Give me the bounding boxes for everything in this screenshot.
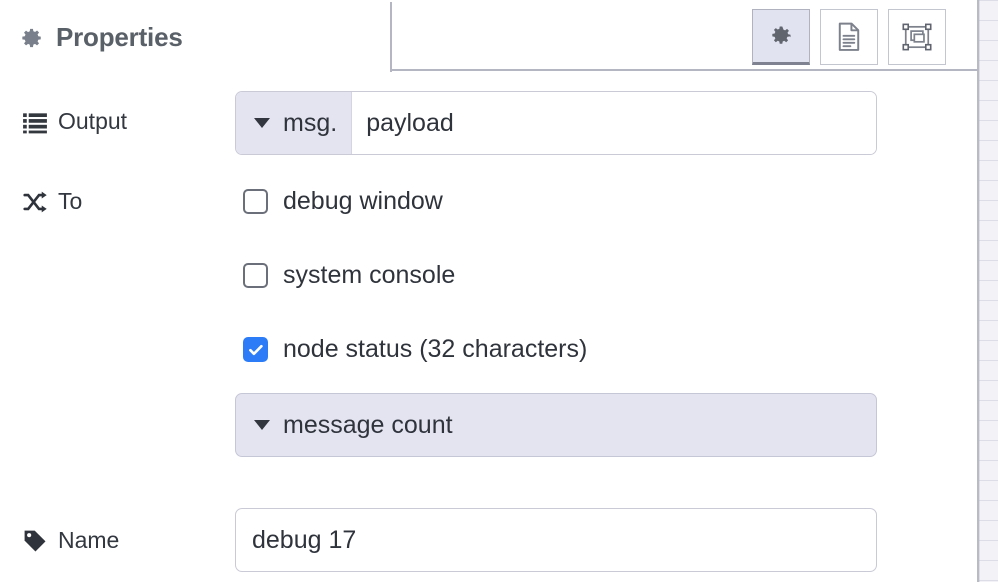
chevron-down-icon <box>254 420 270 430</box>
name-input-wrapper[interactable] <box>235 508 877 572</box>
checkbox-debug-window-box[interactable] <box>243 189 268 214</box>
check-icon <box>248 344 263 355</box>
tabbar-underline <box>392 69 978 71</box>
panel-toolbar <box>752 9 946 65</box>
output-type-label: msg. <box>283 108 338 137</box>
output-label-group: Output <box>22 108 127 135</box>
name-input[interactable] <box>236 509 876 571</box>
checkbox-debug-window[interactable]: debug window <box>243 187 443 216</box>
shuffle-icon <box>22 189 48 215</box>
output-typed-input[interactable]: msg. <box>235 91 877 155</box>
row-to: To debug window system console node sta <box>0 160 978 490</box>
tag-icon <box>22 528 48 554</box>
checkbox-system-console-box[interactable] <box>243 263 268 288</box>
status-type-value: message count <box>283 410 453 439</box>
panel-header: Properties <box>0 0 978 72</box>
checkbox-system-console[interactable]: system console <box>243 261 455 290</box>
chevron-down-icon <box>254 118 270 128</box>
output-value-input[interactable] <box>366 92 862 154</box>
to-label-group: To <box>22 188 82 215</box>
workspace-canvas-grid <box>979 0 998 582</box>
checkbox-system-console-label: system console <box>283 261 456 289</box>
checkbox-node-status[interactable]: node status (32 characters) <box>243 335 587 364</box>
gear-icon <box>768 23 794 49</box>
tab-properties-inner: Properties <box>18 22 183 53</box>
output-label: Output <box>58 108 128 134</box>
output-type-select[interactable]: msg. <box>236 92 353 154</box>
to-label: To <box>58 188 83 214</box>
checkbox-node-status-label: node status (32 characters) <box>283 335 588 363</box>
appearance-icon <box>902 23 932 51</box>
row-name: Name <box>0 490 978 582</box>
checkbox-node-status-box[interactable] <box>243 337 268 362</box>
description-button[interactable] <box>820 9 878 65</box>
gear-icon <box>18 25 44 51</box>
tab-properties-label: Properties <box>56 22 183 52</box>
name-label: Name <box>58 527 120 553</box>
checkbox-debug-window-label: debug window <box>283 187 443 215</box>
row-output: Output msg. <box>0 72 978 160</box>
name-label-group: Name <box>22 527 119 554</box>
tab-properties[interactable]: Properties <box>0 2 392 72</box>
document-icon <box>835 22 863 52</box>
status-type-select[interactable]: message count <box>235 393 877 457</box>
list-icon <box>22 109 48 135</box>
properties-button[interactable] <box>752 9 810 65</box>
output-value-wrapper[interactable] <box>352 92 876 154</box>
appearance-button[interactable] <box>888 9 946 65</box>
panel-right-edge <box>977 0 979 582</box>
